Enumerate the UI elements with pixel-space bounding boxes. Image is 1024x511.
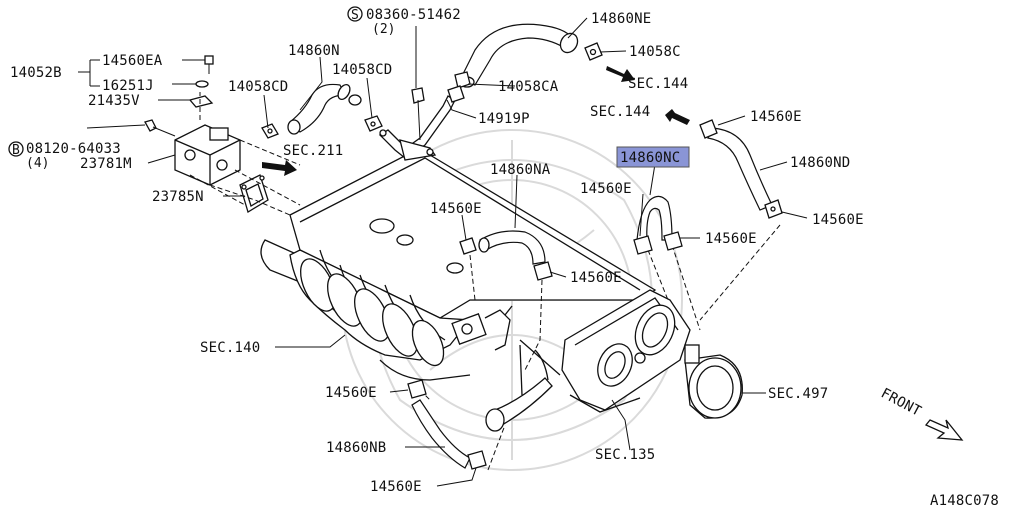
label-14058CD-a: 14058CD	[228, 79, 288, 95]
hose-14860ND	[699, 119, 783, 219]
clip-14058CD-a	[261, 123, 279, 139]
label-14860N: 14860N	[288, 43, 340, 59]
intake-manifold	[260, 147, 657, 381]
throttle-chamber	[561, 289, 691, 413]
clip-14058CD-b	[364, 115, 383, 132]
arrow-sec144-b	[665, 109, 690, 125]
diagram-code: A148C078	[930, 493, 999, 509]
label-14560E-5: 14560E	[705, 231, 757, 247]
label-14560E-2: 14560E	[580, 181, 632, 197]
b-symbol-icon: B	[8, 141, 24, 158]
label-14560E-3: 14560E	[430, 201, 482, 217]
label-14919P: 14919P	[478, 111, 530, 127]
label-sec135: SEC.135	[595, 447, 655, 463]
arrow-sec144-a	[606, 66, 635, 82]
hose-14860NB	[407, 379, 487, 470]
label-14560E-8: 14560E	[370, 479, 422, 495]
lower-pipe	[485, 344, 553, 432]
label-08120-qty: (4)	[26, 156, 49, 171]
label-sec497: SEC.497	[768, 386, 828, 402]
arrow-sec211	[262, 160, 297, 176]
hose-14860NC	[633, 195, 683, 255]
label-23781M: 23781M	[80, 156, 132, 172]
label-21435V: 21435V	[88, 93, 140, 109]
label-08360-51462: 08360-51462	[366, 7, 461, 23]
hose-14860N	[287, 83, 362, 135]
label-14058CD-b: 14058CD	[332, 62, 392, 78]
label-sec144-b: SEC.144	[590, 104, 650, 120]
label-sec144-a: SEC.144	[628, 76, 688, 92]
label-14860NE: 14860NE	[591, 11, 651, 27]
label-14860NB: 14860NB	[326, 440, 386, 456]
label-23785N: 23785N	[152, 189, 204, 205]
vacuum-component	[684, 344, 743, 419]
label-14058C: 14058C	[629, 44, 681, 60]
clip-14058C	[584, 42, 603, 61]
svg-text:B: B	[12, 143, 20, 158]
clip-14058CA	[447, 85, 465, 103]
label-08120-64033: 08120-64033	[26, 141, 121, 157]
alignment-lines	[189, 92, 781, 471]
label-front: FRONT	[878, 385, 924, 420]
leader-lines	[78, 17, 808, 487]
highlight-14860NC	[616, 146, 690, 168]
egr-valve-assembly	[144, 55, 269, 213]
label-14560E-1: 14560E	[750, 109, 802, 125]
label-14560EA: 14560EA	[102, 53, 163, 69]
label-14052B: 14052B	[10, 65, 62, 81]
label-14560E-7: 14560E	[325, 385, 377, 401]
front-arrow	[924, 419, 964, 441]
callout-labels: 14052B 14560EA 16251J 21435V 08120-64033…	[10, 7, 999, 509]
svg-text:S: S	[351, 8, 359, 23]
label-sec140: SEC.140	[200, 340, 260, 356]
pipe-14919P	[378, 87, 456, 161]
label-08360-qty: (2)	[372, 22, 395, 37]
s-symbol-icon: S	[347, 6, 363, 23]
label-14860NA: 14860NA	[490, 162, 551, 178]
label-14860ND: 14860ND	[790, 155, 850, 171]
label-14860NC: 14860NC	[620, 150, 680, 166]
hose-14860NA	[459, 230, 553, 281]
label-14560E-6: 14560E	[570, 270, 622, 286]
label-16251J: 16251J	[102, 78, 154, 94]
label-14058CA: 14058CA	[498, 79, 559, 95]
label-sec211: SEC.211	[283, 143, 343, 159]
label-14560E-4: 14560E	[812, 212, 864, 228]
